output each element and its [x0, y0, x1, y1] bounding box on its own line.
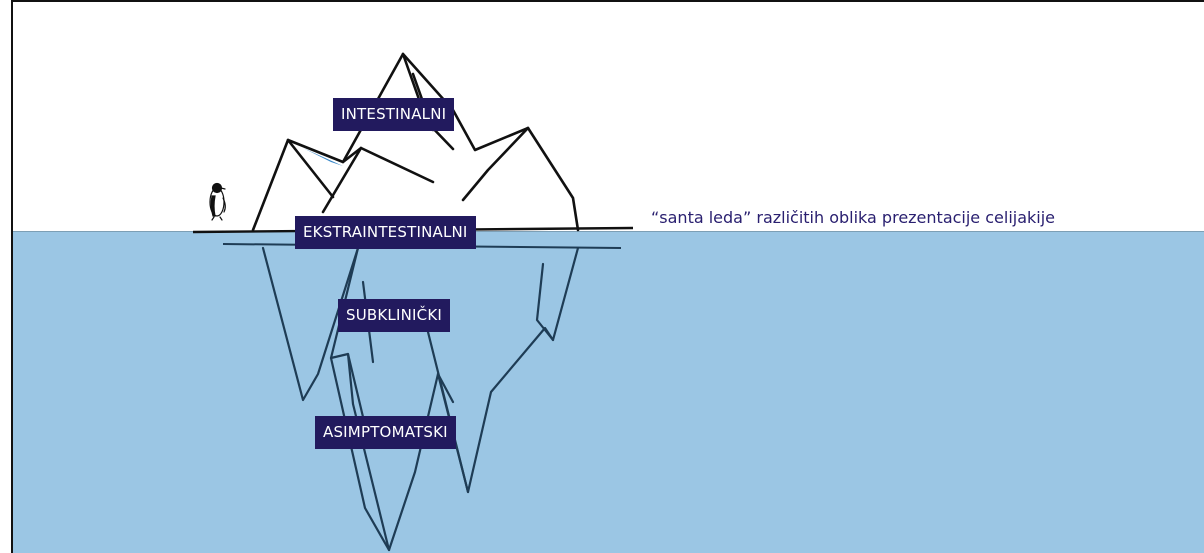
diagram-caption: “santa leda” različitih oblika prezentac… [651, 208, 1056, 227]
ice-crevice [303, 148, 343, 166]
layer-label-asimptomatski: ASIMPTOMATSKI [315, 416, 456, 449]
water-region [13, 231, 1204, 553]
iceberg-drawing [192, 52, 634, 552]
layer-label-subklinicki: SUBKLINIČKI [338, 299, 450, 332]
iceberg-tip [251, 52, 580, 232]
penguin-icon [209, 182, 226, 221]
layer-label-ekstraintestinalni: EKSTRAINTESTINALNI [295, 216, 476, 249]
iceberg-diagram: INTESTINALNI EKSTRAINTESTINALNI SUBKLINI… [11, 0, 1204, 553]
waterline [13, 231, 1204, 232]
iceberg-underwater [261, 246, 580, 552]
layer-label-intestinalni: INTESTINALNI [333, 98, 455, 131]
